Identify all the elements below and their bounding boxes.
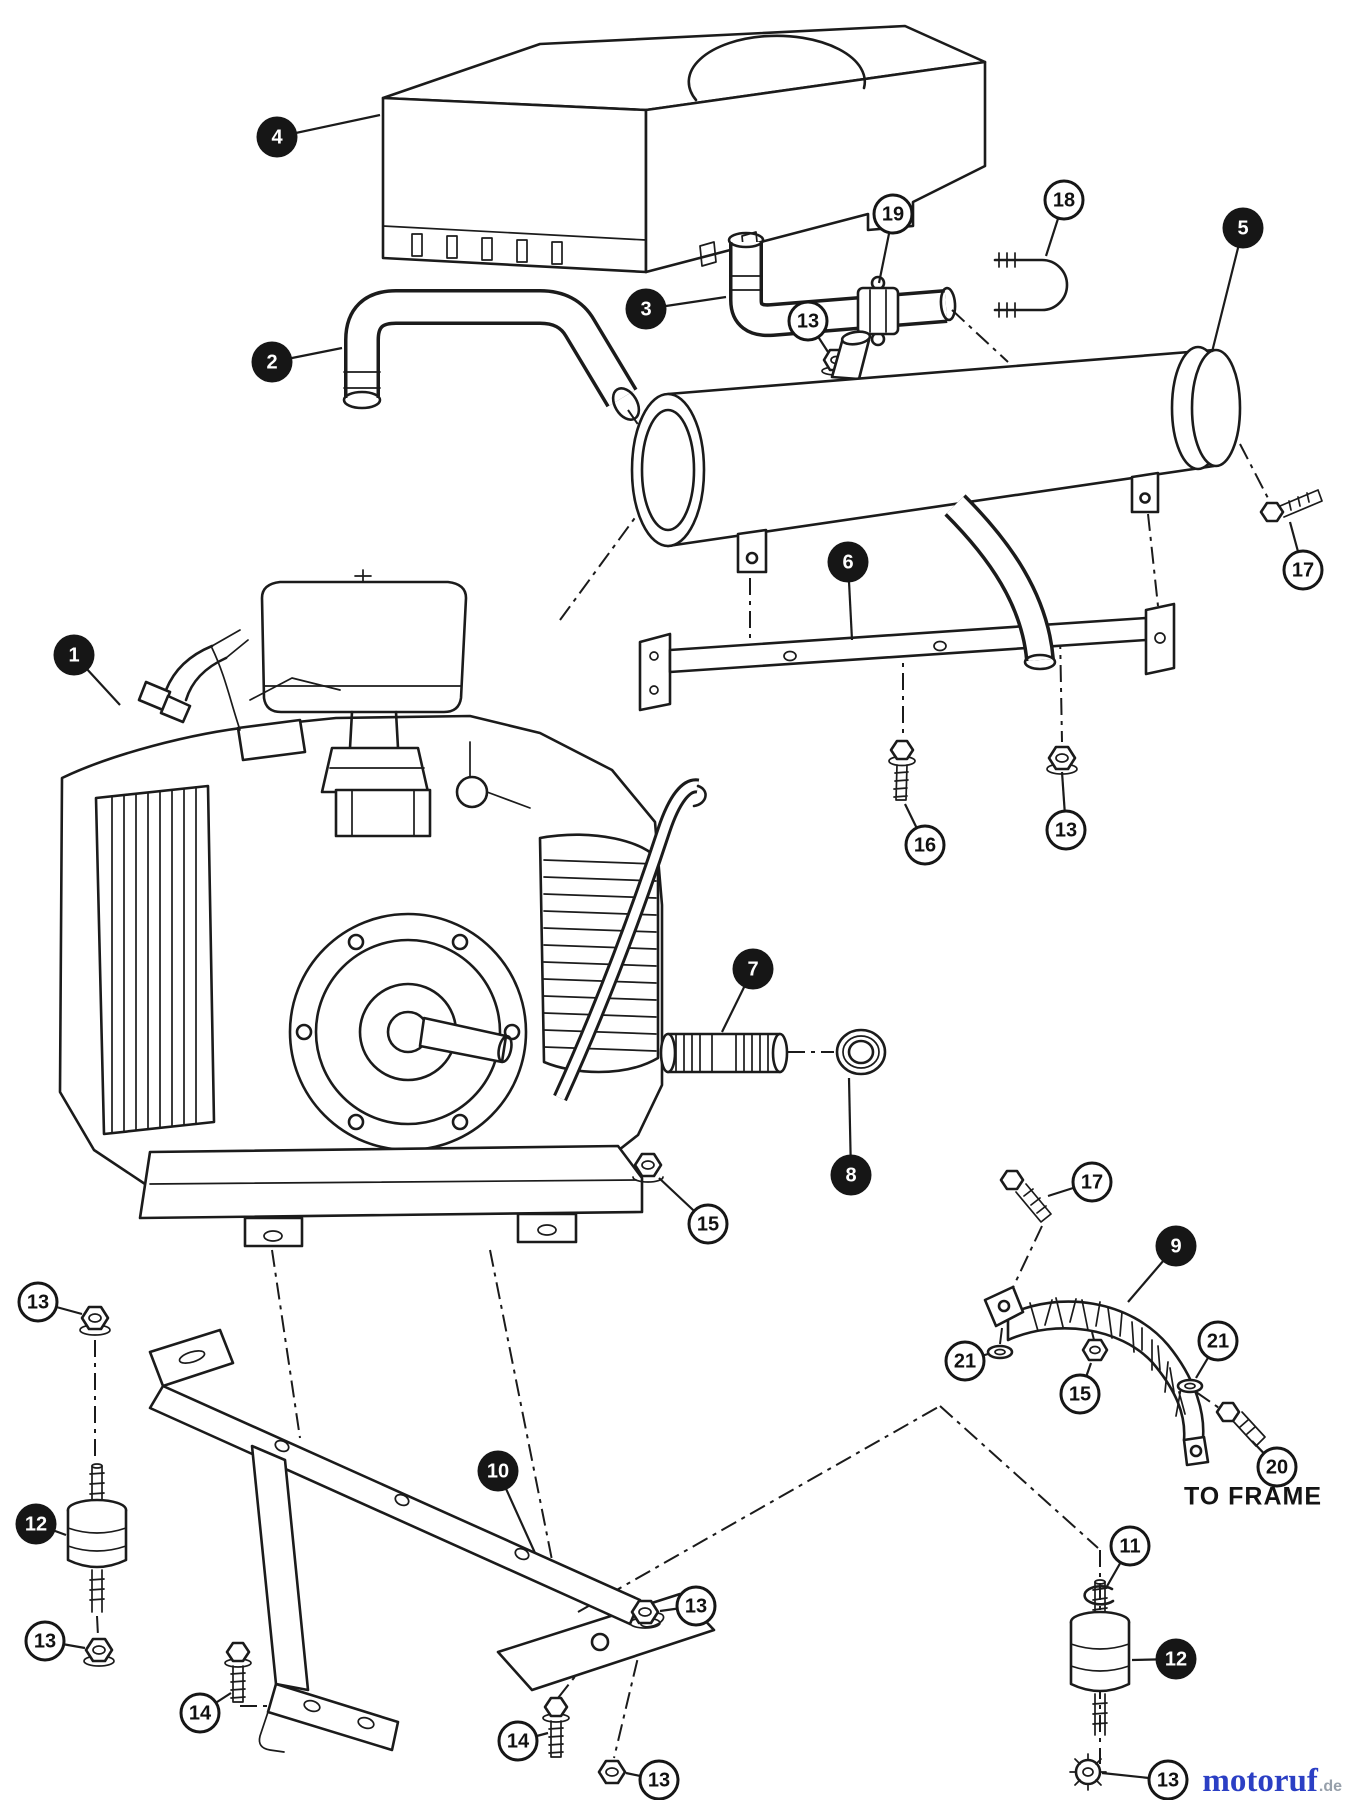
callout-14: 14 [497,1720,539,1762]
callout-10: 10 [477,1450,519,1492]
callout-19: 19 [872,193,914,235]
callout-5: 5 [1222,207,1264,249]
part-ground-strap [983,1169,1266,1467]
callout-13: 13 [24,1620,66,1662]
callout-15: 15 [1059,1373,1101,1415]
callout-16: 16 [904,824,946,866]
part-exhaust-pipe-3 [727,231,957,338]
watermark-suffix: .de [1318,1778,1342,1795]
callout-21: 21 [944,1340,986,1382]
callout-12: 12 [15,1503,57,1545]
callout-3: 3 [625,288,667,330]
callout-1: 1 [53,634,95,676]
watermark-main: motoruf [1202,1763,1318,1799]
part-vibration-mount-left [66,1305,128,1667]
callout-13: 13 [1045,809,1087,851]
leader-line [1210,227,1245,353]
callout-18: 18 [1043,179,1085,221]
annotation-to-frame: TO FRAME [1183,1482,1323,1511]
callout-6: 6 [827,541,869,583]
callout-15: 15 [687,1203,729,1245]
part-engine [58,569,707,1248]
part-muffler [630,330,1323,574]
callout-21: 21 [1197,1320,1239,1362]
part-exhaust-pipe-2 [342,289,641,421]
callout-13: 13 [675,1585,717,1627]
callout-13: 13 [17,1281,59,1323]
callout-2: 2 [251,341,293,383]
callout-11: 11 [1109,1525,1151,1567]
watermark-logo: motoruf.de [1202,1765,1342,1798]
callout-9: 9 [1155,1225,1197,1267]
callout-17: 17 [1282,549,1324,591]
part-nipple-and-coupling [659,1028,887,1076]
callout-13: 13 [638,1759,680,1800]
callout-17: 17 [1071,1161,1113,1203]
callout-7: 7 [732,948,774,990]
callout-13: 13 [1147,1759,1189,1800]
callout-14: 14 [179,1692,221,1734]
part-vibration-mount-right [1069,1579,1131,1791]
callout-13: 13 [787,300,829,342]
part-mounting-bracket [148,1328,716,1785]
callout-20: 20 [1256,1446,1298,1488]
muffler-outlet-pipe [944,494,1057,671]
pipe-clamp-and-ubolt [821,252,1069,376]
callout-4: 4 [256,116,298,158]
callout-12: 12 [1155,1638,1197,1680]
callout-8: 8 [830,1154,872,1196]
